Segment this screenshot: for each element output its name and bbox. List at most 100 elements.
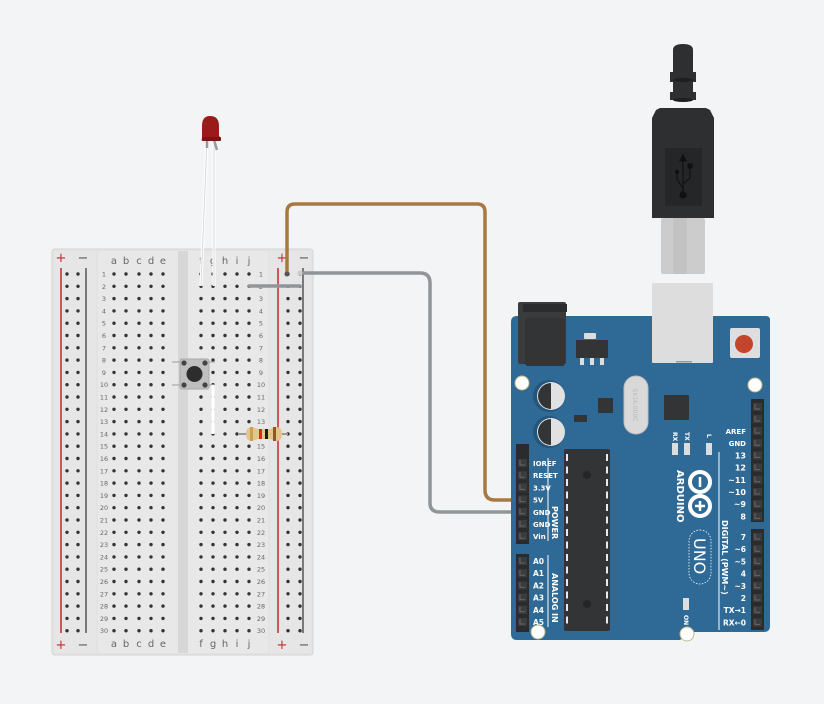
breadboard-hole[interactable] <box>235 444 239 448</box>
breadboard-hole[interactable] <box>235 481 239 485</box>
breadboard-hole[interactable] <box>124 296 128 301</box>
breadboard-hole[interactable] <box>137 481 141 485</box>
breadboard-hole[interactable] <box>124 481 128 485</box>
breadboard-hole[interactable] <box>124 383 128 387</box>
breadboard-hole[interactable] <box>199 432 203 436</box>
breadboard-hole[interactable] <box>223 506 227 510</box>
breadboard-hole[interactable] <box>211 542 215 547</box>
breadboard-hole[interactable] <box>199 481 203 485</box>
breadboard-hole[interactable] <box>112 333 116 338</box>
rail-hole[interactable] <box>76 592 80 596</box>
breadboard-hole[interactable] <box>223 432 227 436</box>
breadboard-hole[interactable] <box>247 629 251 633</box>
breadboard-hole[interactable] <box>223 370 227 375</box>
rail-hole[interactable] <box>286 296 290 301</box>
breadboard-hole[interactable] <box>247 407 251 411</box>
breadboard-hole[interactable] <box>211 469 215 473</box>
breadboard-hole[interactable] <box>161 530 165 534</box>
header-pin[interactable] <box>518 532 527 541</box>
breadboard-hole[interactable] <box>247 567 251 571</box>
header-pin[interactable] <box>518 459 527 467</box>
5v-wire[interactable] <box>285 202 523 502</box>
rail-hole[interactable] <box>65 481 69 485</box>
gnd-wire[interactable] <box>298 271 523 514</box>
header-pin[interactable] <box>518 581 527 590</box>
pushbutton[interactable] <box>172 358 215 434</box>
breadboard-hole[interactable] <box>137 272 141 276</box>
header-pin[interactable] <box>518 483 527 492</box>
header-pin[interactable] <box>518 593 527 602</box>
header-pin[interactable] <box>753 545 762 554</box>
breadboard-hole[interactable] <box>223 567 227 571</box>
rail-hole[interactable] <box>298 407 302 411</box>
breadboard-hole[interactable] <box>247 616 251 621</box>
breadboard-hole[interactable] <box>112 481 116 485</box>
arduino-uno[interactable]: SK16.000C RX TX L ON ARDUINO UNO POWER <box>511 283 770 642</box>
breadboard-hole[interactable] <box>149 383 153 387</box>
breadboard-hole[interactable] <box>247 395 251 399</box>
breadboard-hole[interactable] <box>137 579 141 584</box>
breadboard-hole[interactable] <box>112 456 116 461</box>
rail-hole[interactable] <box>65 506 69 510</box>
breadboard-hole[interactable] <box>199 469 203 473</box>
breadboard-hole[interactable] <box>211 592 215 596</box>
rail-hole[interactable] <box>65 296 69 301</box>
rail-hole[interactable] <box>286 419 290 424</box>
breadboard-hole[interactable] <box>223 346 227 350</box>
rail-hole[interactable] <box>65 542 69 547</box>
breadboard-hole[interactable] <box>124 444 128 448</box>
breadboard-hole[interactable] <box>235 296 239 301</box>
rail-hole[interactable] <box>65 370 69 375</box>
breadboard-hole[interactable] <box>211 321 215 325</box>
header-pin[interactable] <box>753 475 762 484</box>
rail-hole[interactable] <box>286 629 290 633</box>
breadboard-hole[interactable] <box>199 555 203 559</box>
rail-hole[interactable] <box>65 407 69 411</box>
breadboard-hole[interactable] <box>137 506 141 510</box>
breadboard-hole[interactable] <box>124 518 128 522</box>
led[interactable] <box>199 116 221 287</box>
breadboard-hole[interactable] <box>223 629 227 633</box>
breadboard-hole[interactable] <box>137 333 141 338</box>
rail-hole[interactable] <box>286 493 290 498</box>
rail-hole[interactable] <box>298 383 302 387</box>
breadboard-hole[interactable] <box>223 309 227 313</box>
breadboard-hole[interactable] <box>124 506 128 510</box>
breadboard-hole[interactable] <box>199 604 203 608</box>
breadboard-hole[interactable] <box>161 456 165 461</box>
rail-hole[interactable] <box>286 567 290 571</box>
breadboard-hole[interactable] <box>124 284 128 288</box>
breadboard-hole[interactable] <box>161 432 165 436</box>
breadboard-hole[interactable] <box>199 530 203 534</box>
breadboard-hole[interactable] <box>137 592 141 596</box>
breadboard-hole[interactable] <box>137 395 141 399</box>
breadboard-hole[interactable] <box>235 419 239 424</box>
breadboard-hole[interactable] <box>247 542 251 547</box>
breadboard-hole[interactable] <box>137 370 141 375</box>
breadboard-hole[interactable] <box>161 395 165 399</box>
rail-hole[interactable] <box>76 358 80 362</box>
breadboard-hole[interactable] <box>124 542 128 547</box>
rail-hole[interactable] <box>298 506 302 510</box>
rail-hole[interactable] <box>286 346 290 350</box>
breadboard-hole[interactable] <box>223 333 227 338</box>
breadboard-hole[interactable] <box>247 444 251 448</box>
breadboard-hole[interactable] <box>211 530 215 534</box>
rail-hole[interactable] <box>76 296 80 301</box>
breadboard-hole[interactable] <box>247 493 251 498</box>
header-pin[interactable] <box>753 439 762 448</box>
breadboard-hole[interactable] <box>211 358 215 362</box>
breadboard-hole[interactable] <box>211 481 215 485</box>
breadboard-hole[interactable] <box>137 542 141 547</box>
rail-hole[interactable] <box>286 444 290 448</box>
breadboard-hole[interactable] <box>199 407 203 411</box>
breadboard-hole[interactable] <box>235 469 239 473</box>
breadboard-hole[interactable] <box>223 555 227 559</box>
breadboard-hole[interactable] <box>235 579 239 584</box>
breadboard-hole[interactable] <box>247 579 251 584</box>
breadboard-hole[interactable] <box>235 309 239 313</box>
breadboard-hole[interactable] <box>137 444 141 448</box>
rail-hole[interactable] <box>298 309 302 313</box>
breadboard-hole[interactable] <box>112 629 116 633</box>
